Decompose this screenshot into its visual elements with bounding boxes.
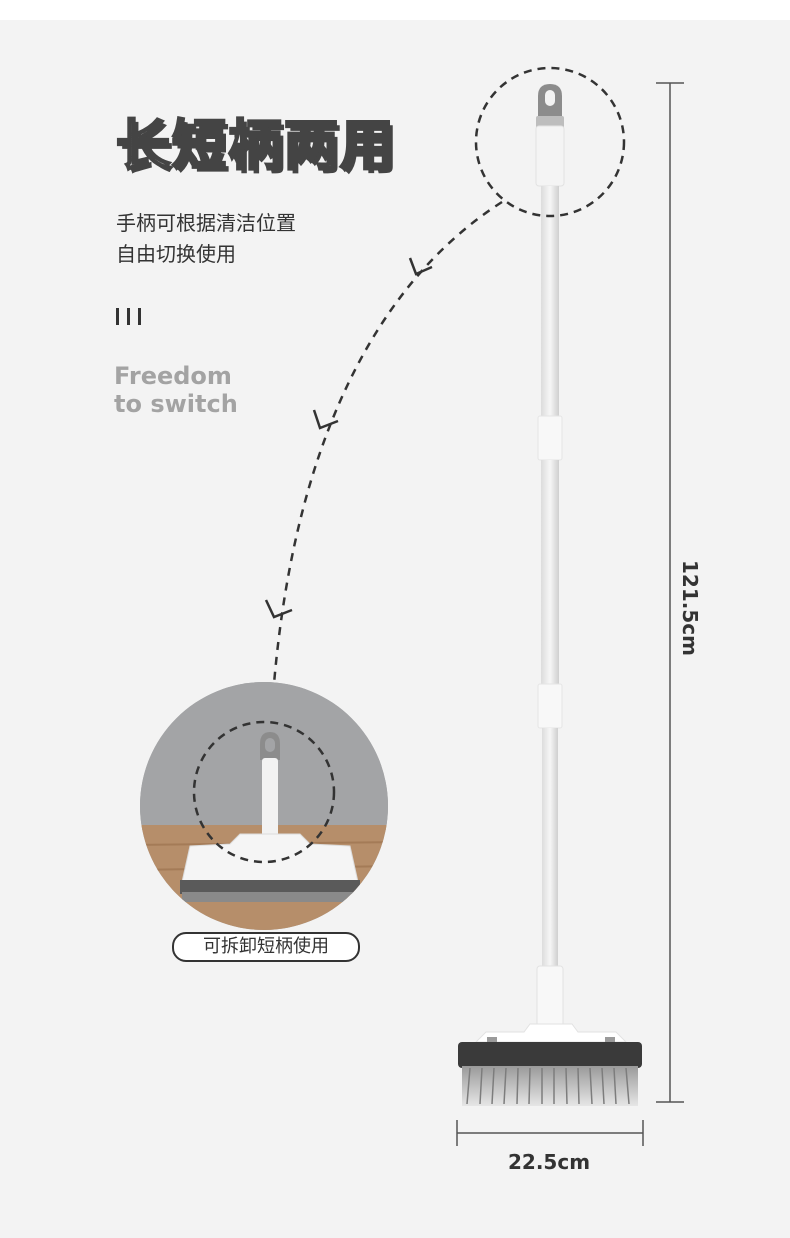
tick-mark (127, 308, 130, 325)
feature-description: 手柄可根据清洁位置 自由切换使用 (116, 208, 296, 270)
page-title: 长短柄两用 (115, 114, 396, 177)
description-line-2: 自由切换使用 (116, 242, 236, 266)
short-handle-photo (140, 682, 388, 930)
long-handle-brush (458, 84, 642, 1106)
description-line-1: 手柄可根据清洁位置 (116, 211, 296, 235)
caption-badge: 可拆卸短柄使用 (172, 932, 360, 962)
width-dimension-line (456, 1120, 644, 1146)
english-line-2: to switch (114, 390, 238, 418)
switch-arrow-path (270, 200, 503, 711)
product-canvas: 长短柄两用 手柄可根据清洁位置 自由切换使用 Freedom to switch (0, 20, 790, 1238)
english-slogan: Freedom to switch (114, 362, 238, 418)
tick-mark (138, 308, 141, 325)
width-label: 22.5cm (508, 1150, 591, 1174)
handle-highlight-circle (474, 66, 626, 218)
photo-highlight-circle (192, 720, 336, 864)
length-label: 121.5cm (678, 560, 702, 656)
height-dimension-line (656, 82, 684, 1103)
english-line-1: Freedom (114, 362, 232, 390)
tick-mark (116, 308, 119, 325)
product-illustration (140, 66, 684, 1146)
tick-marks (116, 308, 141, 325)
arrow-chevron-icon (264, 257, 433, 619)
